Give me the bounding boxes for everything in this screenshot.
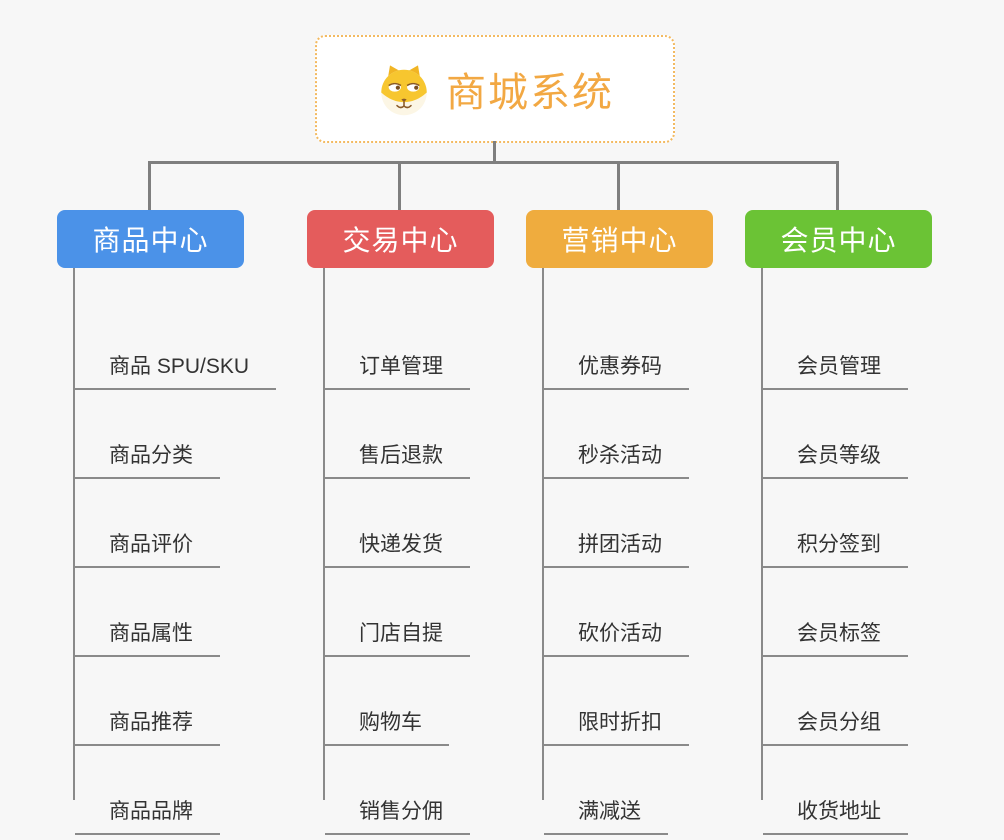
dog-face-icon bbox=[381, 65, 427, 116]
child-node[interactable]: 门店自提 bbox=[325, 620, 470, 657]
connector-drop-marketing bbox=[617, 161, 620, 210]
child-node[interactable]: 会员分组 bbox=[763, 709, 908, 746]
child-node[interactable]: 销售分佣 bbox=[325, 798, 470, 835]
child-node[interactable]: 会员等级 bbox=[763, 442, 908, 479]
branch-trade-center[interactable]: 交易中心 bbox=[307, 210, 494, 268]
connector-root-stem bbox=[493, 141, 496, 163]
branch-marketing-center[interactable]: 营销中心 bbox=[526, 210, 713, 268]
column-trade-center: 订单管理 售后退款 快递发货 门店自提 购物车 销售分佣 bbox=[323, 268, 545, 835]
child-node[interactable]: 快递发货 bbox=[325, 531, 470, 568]
child-node[interactable]: 售后退款 bbox=[325, 442, 470, 479]
column-member-center: 会员管理 会员等级 积分签到 会员标签 会员分组 收货地址 bbox=[761, 268, 983, 835]
child-node[interactable]: 会员管理 bbox=[763, 353, 908, 390]
root-node-mall-system[interactable]: 商城系统 bbox=[315, 35, 675, 143]
child-node[interactable]: 积分签到 bbox=[763, 531, 908, 568]
child-node[interactable]: 购物车 bbox=[325, 709, 449, 746]
child-node[interactable]: 优惠券码 bbox=[544, 353, 689, 390]
child-node[interactable]: 满减送 bbox=[544, 798, 668, 835]
child-node[interactable]: 砍价活动 bbox=[544, 620, 689, 657]
connector-drop-member bbox=[836, 161, 839, 210]
branch-product-center[interactable]: 商品中心 bbox=[57, 210, 244, 268]
child-node[interactable]: 商品品牌 bbox=[75, 798, 220, 835]
child-node[interactable]: 商品推荐 bbox=[75, 709, 220, 746]
root-title: 商城系统 bbox=[446, 71, 614, 115]
child-node[interactable]: 商品属性 bbox=[75, 620, 220, 657]
connector-horizontal-bar bbox=[149, 161, 839, 164]
child-node[interactable]: 秒杀活动 bbox=[544, 442, 689, 479]
branch-member-center[interactable]: 会员中心 bbox=[745, 210, 932, 268]
child-node[interactable]: 商品分类 bbox=[75, 442, 220, 479]
child-node[interactable]: 会员标签 bbox=[763, 620, 908, 657]
child-node[interactable]: 商品评价 bbox=[75, 531, 220, 568]
child-node[interactable]: 商品 SPU/SKU bbox=[75, 353, 277, 390]
child-node[interactable]: 拼团活动 bbox=[544, 531, 689, 568]
child-node[interactable]: 收货地址 bbox=[763, 798, 908, 835]
connector-drop-trade bbox=[398, 161, 401, 210]
connector-drop-product bbox=[148, 161, 151, 210]
column-marketing-center: 优惠券码 秒杀活动 拼团活动 砍价活动 限时折扣 满减送 bbox=[542, 268, 764, 835]
column-product-center: 商品 SPU/SKU 商品分类 商品评价 商品属性 商品推荐 商品品牌 bbox=[73, 268, 295, 835]
child-node[interactable]: 限时折扣 bbox=[544, 709, 689, 746]
child-node[interactable]: 订单管理 bbox=[325, 353, 470, 390]
